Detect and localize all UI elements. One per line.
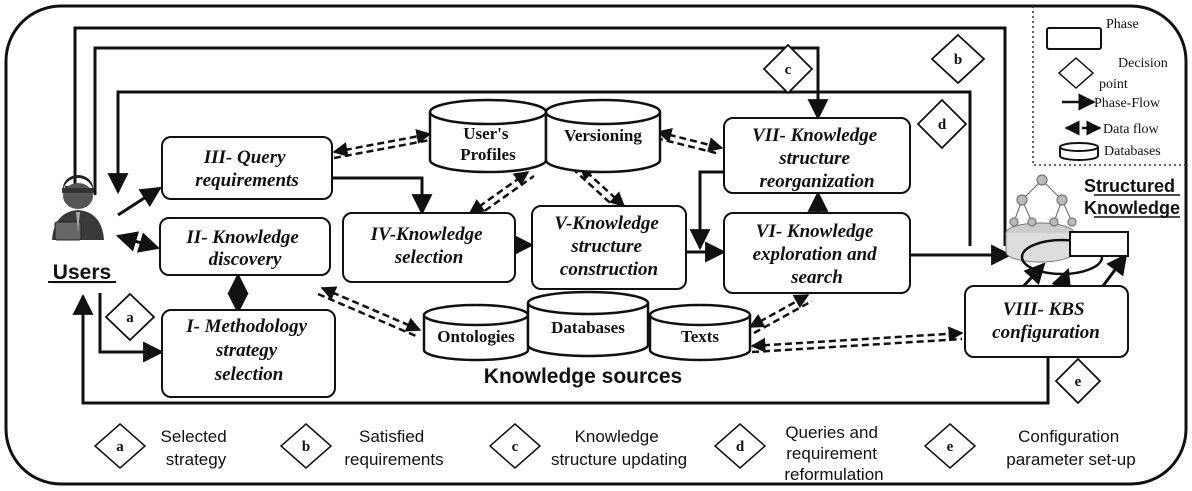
phase-3-label: III- Query requirements	[195, 147, 298, 191]
phase-1-label: I- Methodology strategy selection	[185, 316, 312, 385]
key-phase-flow-label: Phase-Flow	[1094, 96, 1161, 111]
dataflow-p3-profiles-a	[332, 129, 432, 157]
phase-7-box	[723, 117, 911, 194]
key-phase-symbol	[1046, 27, 1102, 50]
flow-loop-e	[72, 293, 1050, 405]
phase-5-box	[531, 205, 687, 290]
dataflow-versioning-p7-b	[655, 136, 721, 156]
structured-knowledge-label: Structured Knowledge	[1084, 176, 1180, 218]
phase-4-box	[342, 212, 516, 283]
phase-6-box	[723, 212, 911, 294]
dataflow-texts-p6-b	[753, 299, 813, 335]
phase-2-label: II- Knowledge discovery	[185, 227, 303, 270]
phase-2-box	[159, 217, 331, 276]
decision-point-a	[104, 292, 156, 342]
decision-point-e	[1054, 357, 1102, 405]
dataflow-p5-versioning-b	[573, 169, 619, 211]
legend-d: d Queries and requirement reformulation	[713, 423, 884, 484]
users-icon	[52, 175, 104, 241]
flow-users-to-p3	[117, 186, 162, 217]
db-versioning-label: Versioning	[564, 126, 642, 145]
svg-text:e: e	[947, 439, 954, 455]
phase-1-box	[161, 309, 336, 398]
phase-3-box	[161, 136, 333, 200]
legend-e: e Configuration parameter set-up	[923, 423, 1136, 469]
svg-text:d: d	[736, 439, 745, 455]
svg-text:Satisfied requirements: Satisfied requirements	[344, 427, 443, 469]
db-ontologies	[422, 303, 530, 362]
flow-loop-b	[64, 26, 1007, 246]
db-ontologies-label: Ontologies	[437, 327, 515, 346]
dataflow-texts-p8-b	[751, 337, 963, 354]
legend-c: c Knowledge structure updating	[488, 423, 687, 469]
db-texts-label: Texts	[681, 327, 719, 346]
dataflow-p2-sources-b	[317, 292, 417, 338]
users-label: Users	[53, 261, 111, 284]
decision-point-b	[930, 33, 986, 85]
svg-text:a: a	[116, 439, 124, 455]
flow-p8-to-sk-2	[1051, 268, 1072, 292]
db-users-profiles	[428, 98, 548, 174]
flow-users-p2	[115, 231, 161, 253]
decision-point-b-label: b	[954, 52, 962, 68]
flow-users-to-p1	[98, 293, 165, 363]
phase-5-label: V-Knowledge structure construction	[554, 213, 663, 280]
phase-8-box	[964, 285, 1129, 358]
legend-a: a Selected strategy	[93, 423, 232, 469]
dataflow-p2-sources-a	[320, 286, 422, 332]
svg-text:Configuration parameter: Configuration parameter set-up	[1006, 427, 1135, 469]
db-databases-label: Databases	[551, 318, 625, 337]
flow-p8-to-sk-3	[1098, 253, 1128, 291]
svg-text:b: b	[302, 439, 310, 455]
svg-text:Knowledge structure upda: Knowledge structure updating	[551, 427, 687, 469]
structured-knowledge-icon	[1005, 174, 1077, 263]
dataflow-texts-p8-a	[750, 326, 964, 353]
dataflow-p4-profiles-a	[468, 170, 530, 215]
key-phase-label: Phase	[1106, 17, 1139, 32]
flow-loop-d	[107, 90, 972, 246]
svg-text:c: c	[512, 439, 519, 455]
knowledge-sources-label: Knowledge sources	[484, 365, 682, 388]
phase-6-label: VI- Knowledge exploration and search	[753, 221, 882, 288]
decision-point-d	[916, 98, 968, 150]
key-databases-label: Databases	[1104, 144, 1161, 159]
db-users-profiles-label: User's Profiles	[460, 124, 516, 164]
key-decision-symbol	[1057, 56, 1095, 90]
flow-p7-to-p6	[689, 170, 724, 251]
outer-frame	[4, 4, 1188, 486]
key-data-flow-label: Data flow	[1103, 122, 1159, 137]
decision-point-e-label: e	[1075, 374, 1082, 390]
decision-point-c	[762, 43, 814, 95]
db-texts	[648, 303, 752, 362]
dataflow-texts-p6-a	[748, 293, 810, 329]
flow-loop-c	[93, 46, 829, 195]
phase-8-label: VIII- KBS configuration	[992, 299, 1100, 343]
legend-b: b Satisfied requirements	[279, 423, 444, 469]
db-databases	[526, 290, 650, 358]
flow-p3-to-p4	[330, 176, 433, 216]
key-box-border	[1032, 6, 1186, 166]
phase-4-label: IV-Knowledge selection	[370, 224, 488, 268]
decision-point-d-label: d	[938, 117, 947, 133]
svg-text:Queries and requirement: Queries and requirement reformulation	[784, 423, 883, 484]
decision-point-c-label: c	[785, 62, 792, 78]
db-versioning	[544, 98, 662, 174]
phase-7-label: VII- Knowledge structure reorganization	[752, 125, 882, 192]
dataflow-p4-profiles-b	[475, 174, 535, 219]
key-databases-symbol	[1059, 142, 1099, 161]
structured-knowledge-box	[1069, 231, 1129, 257]
decision-point-a-label: a	[126, 310, 134, 326]
svg-text:Selected strategy: Selected strategy	[161, 427, 232, 469]
dataflow-p3-profiles-b	[333, 138, 431, 160]
key-decision-label: Decision point	[1099, 56, 1171, 92]
